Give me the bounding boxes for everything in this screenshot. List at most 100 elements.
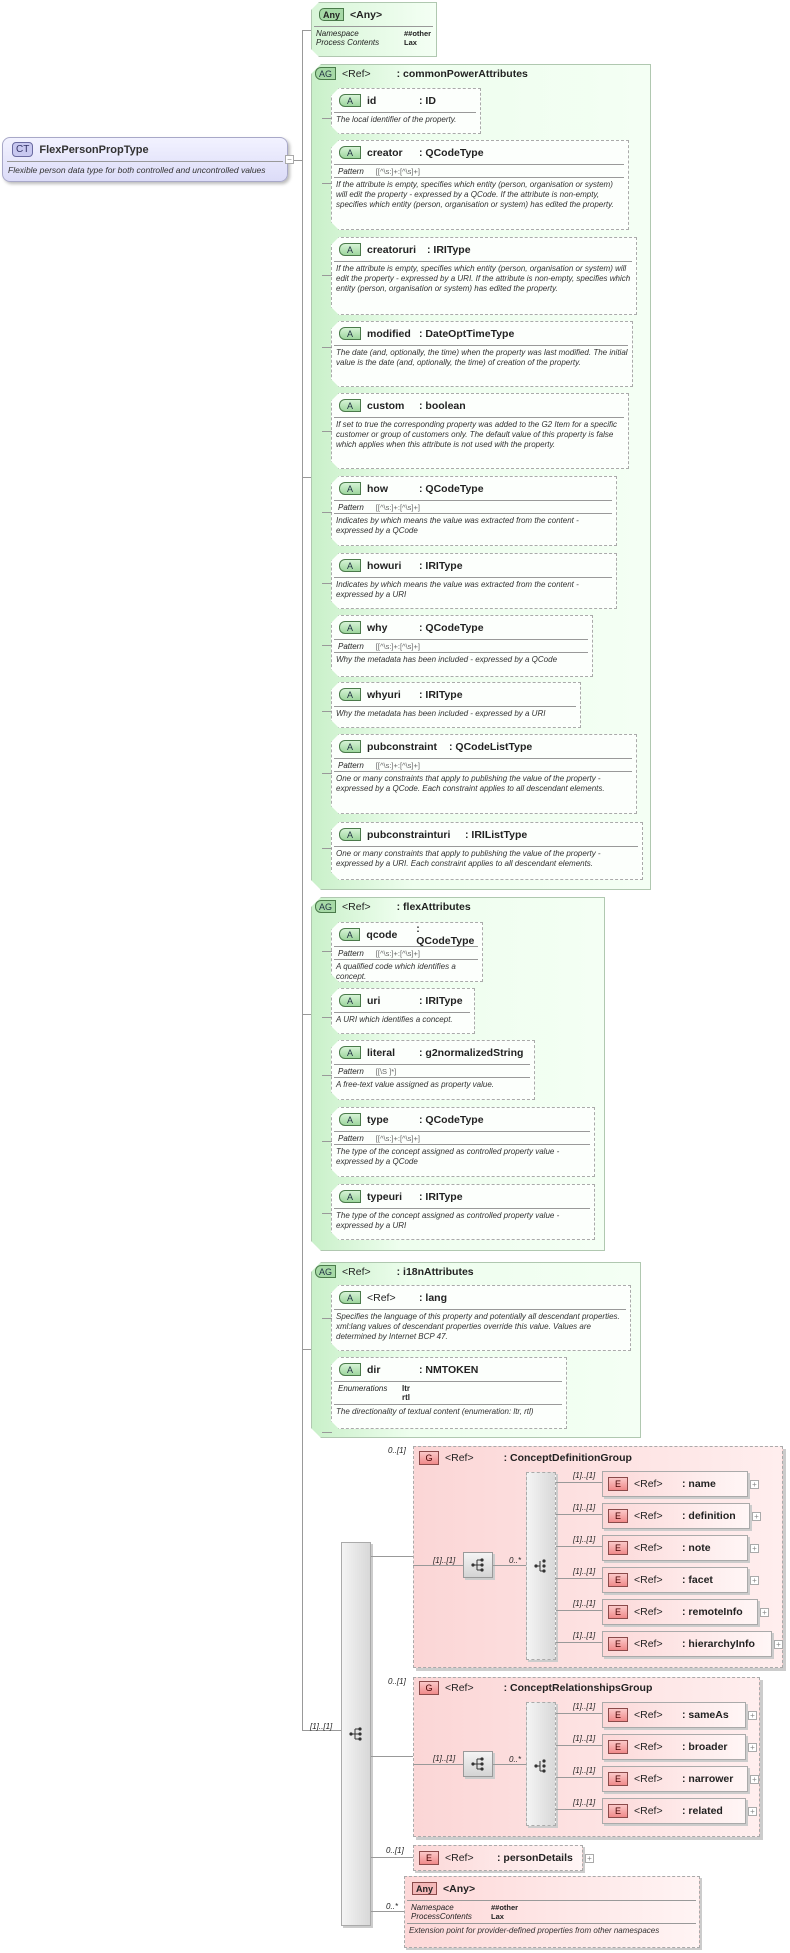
attribute-badge: A [339,1190,361,1203]
element-badge: E [608,1477,628,1491]
attribute-lang[interactable]: A<Ref>: lang Specifies the language of t… [331,1285,631,1351]
connector [322,645,332,646]
attribute-group-header: AG <Ref> : commonPowerAttributes [315,67,528,80]
expand-icon[interactable]: + [748,1743,757,1752]
attribute-name: literal [367,1046,396,1059]
element-personDetails[interactable]: E <Ref> : personDetails [413,1845,583,1871]
element-note[interactable]: E <Ref> : note [602,1535,748,1561]
attribute-description: Indicates by which means the value was e… [336,580,579,599]
expand-icon[interactable]: + [750,1775,759,1784]
element-ref-name: : sameAs [682,1709,729,1721]
ref-label: <Ref> [342,67,371,80]
expand-icon[interactable]: + [774,1640,783,1649]
sequence-compositor[interactable] [463,1751,493,1777]
element-name[interactable]: E <Ref> : name [602,1471,748,1497]
expand-icon[interactable]: + [752,1512,761,1521]
attribute-badge: A [339,94,361,107]
attribute-type: : QCodeType [419,146,484,159]
ref-label: <Ref> [367,1291,396,1304]
group-header: G <Ref> : ConceptRelationshipsGroup [419,1681,652,1695]
element-cardinality: [1]..[1] [573,1631,596,1640]
element-sameAs[interactable]: E <Ref> : sameAs [602,1702,746,1728]
ref-label: <Ref> [634,1709,663,1721]
ref-label: <Ref> [634,1773,663,1785]
element-related[interactable]: E <Ref> : related [602,1798,746,1824]
expand-icon[interactable]: + [748,1807,757,1816]
pattern-label: Pattern [338,1067,364,1076]
sequence-compositor[interactable] [463,1552,493,1578]
pattern-label: Pattern [338,642,364,651]
attribute-badge: A [339,621,361,634]
element-remoteInfo[interactable]: E <Ref> : remoteInfo [602,1599,758,1625]
connector [322,1075,332,1076]
collapse-toggle[interactable]: − [285,155,294,164]
connector [556,1745,602,1746]
sequence-icon [349,1727,362,1741]
attribute-type: : IRIType [427,243,471,256]
pattern-value: [[^\s:]+:[^\s]+] [375,503,420,512]
element-narrower[interactable]: E <Ref> : narrower [602,1766,748,1792]
choice-compositor[interactable] [526,1472,556,1660]
element-broader[interactable]: E <Ref> : broader [602,1734,746,1760]
expand-icon[interactable]: + [748,1711,757,1720]
choice-cardinality: 0..* [509,1556,522,1565]
any-wildcard-top[interactable]: Any <Any> Namespace ##other Process Cont… [311,2,437,57]
attribute-name: how [367,482,388,495]
attribute-badge: A [339,243,361,256]
expand-icon[interactable]: + [760,1608,769,1617]
connector [371,1857,413,1858]
connector [322,1432,332,1433]
element-ref-name: : narrower [682,1773,734,1785]
any-wildcard-bottom[interactable]: Any <Any> Namespace ##other ProcessConte… [404,1876,700,1948]
attribute-type: : DateOptTimeType [419,327,515,340]
attribute-type: : QCodeType [419,1113,484,1126]
attribute-name: pubconstraint [367,740,437,753]
attribute-type: : IRIType [419,688,463,701]
pattern-label: Pattern [338,949,364,958]
element-facet[interactable]: E <Ref> : facet [602,1567,748,1593]
element-hierarchyInfo[interactable]: E <Ref> : hierarchyInfo [602,1631,772,1657]
element-badge: E [608,1708,628,1722]
element-badge: E [608,1541,628,1555]
attribute-name: custom [367,399,405,412]
pattern-label: Pattern [338,167,364,176]
element-definition[interactable]: E <Ref> : definition [602,1503,750,1529]
expand-icon[interactable]: + [750,1544,759,1553]
any-badge: Any [319,8,344,21]
element-badge: E [608,1804,628,1818]
attribute-badge: A [339,1291,361,1304]
connector [322,583,332,584]
connector [322,183,332,184]
pattern-value: [[^\s:]+:[^\s]+] [375,642,420,651]
expand-icon[interactable]: + [750,1576,759,1585]
attribute-name: creatoruri [367,243,417,256]
attribute-name: uri [367,994,381,1007]
sequence-cardinality: [1]..[1] [433,1556,456,1565]
choice-compositor[interactable] [526,1702,556,1826]
attribute-name: pubconstrainturi [367,828,451,841]
attribute-name: creator [367,146,403,159]
expand-icon[interactable]: + [585,1854,594,1863]
complex-type-box[interactable]: CT FlexPersonPropType Flexible person da… [2,137,288,182]
attribute-description: One or many constraints that apply to pu… [336,774,605,793]
element-badge: E [608,1740,628,1754]
attribute-badge: A [339,1046,361,1059]
expand-icon[interactable]: + [750,1480,759,1489]
